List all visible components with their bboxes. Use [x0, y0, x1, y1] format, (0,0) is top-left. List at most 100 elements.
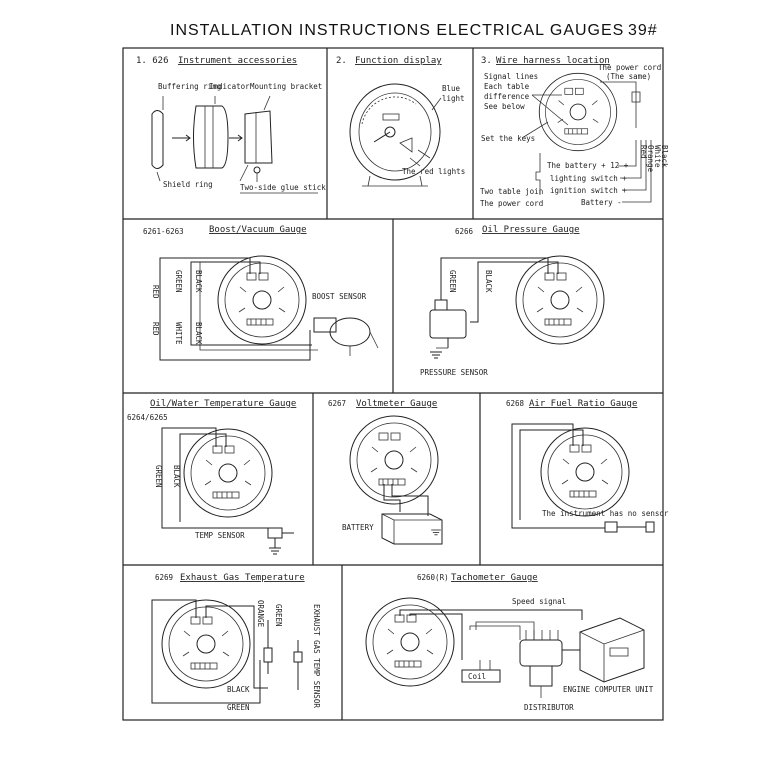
section-title: Oil/Water Temperature Gauge — [150, 399, 296, 409]
section-number: 6267 — [328, 399, 346, 408]
blue-light-label-2: light — [442, 94, 465, 103]
ecu-drawing — [562, 617, 645, 683]
boost-sensor-drawing — [313, 317, 379, 356]
lighting-switch-label: lighting switch + — [550, 174, 627, 183]
no-sensor-note: The instrument has no sensor — [542, 509, 669, 518]
section-accessories: 1. 626 Instrument accessories Buffering … — [136, 56, 326, 194]
set-keys-label: Set the keys — [481, 134, 535, 143]
signal-lines-label: Signal lines — [484, 72, 538, 81]
glue-stick-label: Two-side glue stick — [240, 183, 326, 192]
wire-white-label: White — [653, 145, 662, 168]
distributor-label: DISTRIBUTOR — [524, 703, 574, 712]
gauge-back-drawing — [538, 72, 618, 152]
distributor-drawing — [519, 630, 563, 698]
red-lights-label: The red lights — [402, 167, 465, 176]
speed-signal-label: Speed signal — [512, 597, 566, 606]
section-title: Instrument accessories — [178, 56, 297, 66]
page-number: 39# — [628, 22, 658, 39]
wire-black-label: BLACK — [172, 465, 181, 488]
accessories-drawing — [151, 95, 273, 182]
section-wire-harness: 3. Wire harness location The power cord … — [480, 56, 669, 208]
power-cord-label: The power cord — [598, 63, 661, 72]
section-title: Tachometer Gauge — [451, 573, 538, 583]
blue-light-label: Blue — [442, 84, 461, 93]
section-tachometer: 6260(R) Tachometer Gauge Speed signal Co… — [365, 573, 654, 712]
section-title: Oil Pressure Gauge — [482, 225, 580, 235]
afr-connector-drawing — [604, 521, 655, 533]
wire-green-label: GREEN — [154, 465, 163, 488]
section-number: 6261-6263 — [143, 227, 184, 236]
section-title: Boost/Vacuum Gauge — [209, 225, 307, 235]
section-title: Wire harness location — [496, 56, 610, 66]
section-number: 3. — [481, 56, 492, 66]
coil-drawing: Coil — [461, 660, 501, 683]
wire-orange-label: Orange — [646, 145, 655, 173]
section-number: 6260(R) — [417, 573, 449, 582]
section-grid — [122, 47, 664, 721]
boost-gauge-drawing — [217, 255, 307, 345]
section-title: Function display — [355, 56, 442, 66]
wire-black-label-2: BLACK — [194, 322, 203, 345]
wire-green-label: GREEN — [448, 270, 457, 293]
section-exhaust-gas: 6269 Exhaust Gas Temperature ORANGE GREE… — [151, 573, 321, 712]
mounting-bracket-label: Mounting bracket — [250, 82, 322, 91]
wire-black-label: BLACK — [227, 685, 250, 694]
section-number: 6269 — [155, 573, 173, 582]
oil-gauge-drawing — [515, 255, 605, 345]
shield-ring-label: Shield ring — [163, 180, 213, 189]
wire-white-label: WHITE — [174, 322, 183, 345]
section-boost-gauge: 6261-6263 Boost/Vacuum Gauge RED GREEN B… — [143, 225, 379, 361]
afr-gauge-drawing — [540, 427, 630, 517]
voltmeter-gauge-drawing — [349, 415, 439, 505]
section-voltmeter: 6267 Voltmeter Gauge BATTERY — [328, 399, 443, 545]
gauge-face-drawing — [349, 83, 441, 187]
battery-drawing — [381, 513, 443, 545]
wire-green-label: GREEN — [174, 270, 183, 293]
section-title: Air Fuel Ratio Gauge — [529, 399, 637, 409]
section-number: 6266 — [455, 227, 474, 236]
wire-black-label: Black — [660, 145, 669, 168]
section-title: Exhaust Gas Temperature — [180, 573, 305, 583]
ignition-switch-label: ignition switch + — [550, 186, 627, 195]
section-number: 6268 — [506, 399, 525, 408]
boost-sensor-label: BOOST SENSOR — [312, 292, 367, 301]
wire-green-label-2: GREEN — [227, 703, 250, 712]
pressure-sensor-drawing — [429, 299, 467, 359]
section-number: 6264/6265 — [127, 413, 168, 422]
egt-sensor-drawing — [263, 620, 303, 690]
wire-red-label-2: RED — [151, 322, 160, 336]
section-temperature: Oil/Water Temperature Gauge 6264/6265 GR… — [127, 399, 296, 555]
signal-lines-label-2: Each table — [484, 82, 530, 91]
wire-green-label: GREEN — [274, 604, 283, 627]
wire-red-label: RED — [151, 285, 160, 299]
page-title: INSTALLATION INSTRUCTIONS ELECTRICAL GAU… — [170, 22, 624, 39]
section-air-fuel: 6268 Air Fuel Ratio Gauge The instrument… — [506, 399, 669, 533]
signal-lines-label-3: difference — [484, 92, 530, 101]
egt-sensor-label: EXHAUST GAS TEMP SENSOR — [312, 604, 321, 708]
section-number: 1. 626 — [136, 56, 169, 66]
section-oil-pressure: 6266 Oil Pressure Gauge GREEN BLACK PRES… — [420, 225, 605, 377]
battery-label: BATTERY — [342, 523, 374, 532]
battery-negative-label: Battery - — [581, 198, 622, 207]
ecu-label: ENGINE COMPUTER UNIT — [563, 685, 654, 694]
signal-lines-label-4: See below — [484, 102, 525, 111]
buffering-ring-label: Buffering ring — [158, 82, 221, 91]
two-table-join-label: Two table join — [480, 187, 543, 196]
pressure-sensor-label: PRESSURE SENSOR — [420, 368, 488, 377]
wire-red-label: Red — [639, 145, 648, 159]
wire-orange-label: ORANGE — [256, 600, 265, 628]
tach-gauge-drawing — [365, 597, 455, 687]
temp-gauge-drawing — [183, 428, 273, 518]
power-cord-same-label: (The same) — [606, 72, 651, 81]
battery-label: The battery + 12 + — [547, 161, 629, 170]
coil-label: Coil — [468, 672, 486, 681]
section-function-display: 2. Function display Blue light The red l… — [336, 56, 465, 187]
wire-black-label: BLACK — [484, 270, 493, 293]
header: INSTALLATION INSTRUCTIONS ELECTRICAL GAU… — [170, 22, 658, 39]
section-title: Voltmeter Gauge — [356, 399, 437, 409]
temp-sensor-label: TEMP SENSOR — [195, 531, 245, 540]
section-number: 2. — [336, 56, 347, 66]
wire-black-label: BLACK — [194, 270, 203, 293]
temp-sensor-drawing — [267, 527, 294, 555]
